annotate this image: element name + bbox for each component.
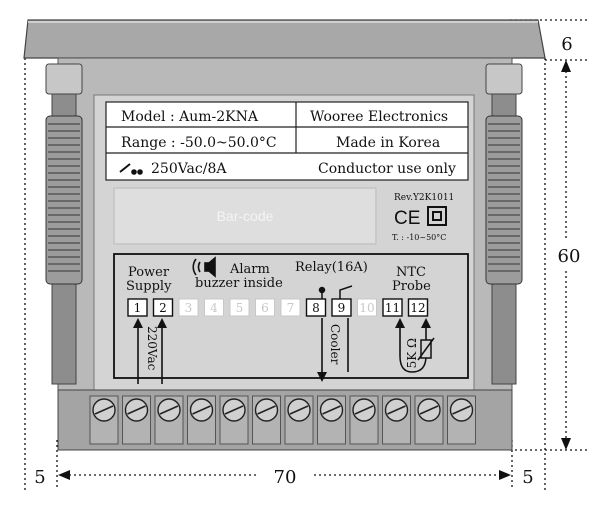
relay-contact-icon: [318, 285, 353, 300]
dim-width: 70: [274, 467, 297, 488]
terminal-box: [280, 298, 301, 317]
terminal-box: [152, 298, 174, 317]
conductor-text: Conductor use only: [318, 161, 456, 177]
temp-range-text: T. : -10~50°C: [392, 233, 446, 242]
terminal-number-10: 10: [359, 301, 374, 315]
relay-label: Relay(16A): [295, 260, 368, 275]
screw-slot: [224, 405, 244, 415]
terminal-number-4: 4: [210, 301, 218, 315]
terminal-number-9: 9: [338, 301, 346, 315]
made-in-text: Made in Korea: [336, 135, 440, 151]
switch-icon: [119, 163, 143, 175]
ce-mark: CE: [394, 208, 420, 229]
dim-top-thickness: 6: [561, 34, 572, 55]
model-text: Model : Aum-2KNA: [121, 109, 259, 125]
terminal-number-5: 5: [236, 301, 244, 315]
power-label-2: Supply: [126, 279, 172, 294]
screw-slot: [452, 405, 471, 415]
barcode-placeholder: Bar-code: [217, 208, 274, 224]
screw-slot: [159, 405, 179, 415]
terminal-number-2: 2: [159, 301, 167, 315]
terminal-number-6: 6: [261, 301, 269, 315]
terminal-box: [407, 298, 429, 317]
screw-slot: [419, 405, 439, 415]
terminal-box: [229, 298, 250, 317]
dimension-arrowheads: [58, 60, 571, 480]
screw-slot: [322, 405, 341, 415]
terminal-box: [255, 298, 275, 317]
screw-slot: [289, 405, 309, 415]
right-mounting-clip: [485, 63, 523, 385]
dim-height-bg: [552, 240, 586, 268]
terminal-box: [127, 298, 148, 317]
range-text: Range : -50.0~50.0°C: [121, 135, 277, 151]
terminal-box: [331, 298, 352, 317]
left-mounting-clip: [45, 63, 83, 385]
power-label-1: Power: [128, 265, 170, 280]
terminal-box: [305, 298, 327, 317]
alarm-label-2: buzzer inside: [195, 276, 283, 291]
screw-slot: [387, 405, 406, 415]
terminal-box: [357, 298, 377, 317]
ntc-label-2: Probe: [392, 279, 431, 294]
terminal-box: [382, 298, 403, 317]
speaker-icon: [192, 256, 216, 278]
sensor-text: 5K Ω: [405, 338, 419, 368]
alarm-label-1: Alarm: [229, 262, 270, 277]
screw-slot: [192, 405, 211, 415]
dim-right-margin: 5: [522, 467, 533, 488]
wiring-panel: [113, 253, 469, 379]
rating-text: 250Vac/8A: [151, 161, 227, 177]
terminal-number-11: 11: [385, 301, 400, 315]
terminal-number-7: 7: [287, 301, 295, 315]
terminal-number-1: 1: [134, 301, 142, 315]
terminal-number-12: 12: [410, 301, 425, 315]
dim-width-bg: [258, 462, 312, 488]
screw-slot: [354, 405, 374, 415]
barcode-box: [113, 187, 377, 245]
top-bezel: [23, 19, 546, 59]
maker-text: Wooree Electronics: [310, 109, 448, 125]
terminal-box: [204, 298, 224, 317]
cooler-text: Cooler: [328, 324, 342, 365]
terminal-box: [178, 298, 199, 317]
terminal-number-3: 3: [185, 301, 193, 315]
supply-voltage-text: 220Vac: [145, 326, 159, 371]
screw-slot: [257, 405, 276, 415]
wire-arrowheads: [133, 318, 431, 382]
terminal-number-8: 8: [312, 301, 320, 315]
screw-slot: [127, 405, 146, 415]
revision-text: Rev.Y2K1011: [394, 193, 454, 203]
info-table: [105, 101, 469, 181]
ntc-label-1: NTC: [396, 265, 426, 280]
screw-terminal-row: [89, 395, 476, 445]
double-insulation-icon: [427, 206, 447, 226]
dim-height: 60: [558, 246, 581, 267]
dim-left-margin: 5: [34, 467, 45, 488]
thermistor-icon: [399, 337, 435, 373]
screw-slot: [94, 405, 114, 415]
